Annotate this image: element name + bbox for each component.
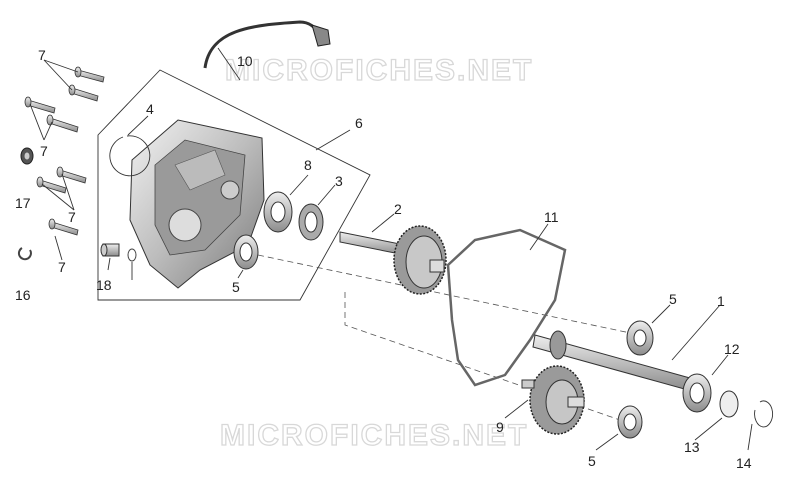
callout-17: 18 [96, 277, 112, 293]
callout-7: 7 [68, 209, 76, 225]
washer-part-18 [127, 248, 137, 262]
callout-5: 5 [588, 453, 596, 469]
callout-5: 5 [232, 279, 240, 295]
callout-4: 4 [146, 101, 154, 117]
callout-labels: 7 7 7 7 17 16 4 10 6 8 3 2 11 5 18 5 1 1… [15, 47, 752, 471]
gear-shaft-part-2 [339, 225, 447, 295]
nut-part-16 [20, 147, 34, 165]
dowel-part-17 [100, 243, 120, 257]
callout-2: 2 [394, 201, 402, 217]
callout-7: 7 [58, 259, 66, 275]
callout-9: 9 [496, 419, 504, 435]
callout-10: 10 [237, 53, 253, 69]
bearing-part-5-right-upper [626, 320, 654, 356]
gasket-part-11 [446, 228, 567, 387]
watermark-bottom: MICROFICHES.NET [220, 419, 528, 452]
callout-6: 6 [355, 115, 363, 131]
bearing-part-5-left [233, 234, 259, 270]
callout-12: 12 [724, 341, 740, 357]
transmission-cover-part [129, 119, 265, 289]
leader-lines [29, 47, 753, 451]
clip-part-15 [17, 247, 32, 261]
bearing-part-5-right-lower [617, 405, 643, 439]
callout-14: 14 [736, 455, 752, 471]
bearing-part-12 [682, 373, 712, 413]
bearing-part-8 [263, 191, 293, 233]
cover-group-outline [97, 69, 371, 301]
callout-13: 13 [684, 439, 700, 455]
callout-11: 11 [544, 209, 559, 225]
seal-part-3 [298, 203, 324, 241]
alignment-line-lower [344, 292, 621, 421]
callout-5: 5 [669, 291, 677, 307]
callout-3: 3 [335, 173, 343, 189]
washer-part-13 [719, 390, 739, 418]
circlip-part-4 [109, 135, 151, 177]
callout-15: 16 [15, 287, 31, 303]
gear-part-9 [521, 365, 585, 435]
watermark-top: MICROFICHES.NET [225, 54, 533, 87]
callout-7: 7 [40, 143, 48, 159]
circlip-part-14 [754, 400, 774, 428]
cable-part [203, 20, 331, 69]
callout-7: 7 [38, 47, 46, 63]
bolts-part-7 [24, 66, 105, 236]
callout-1: 1 [717, 293, 725, 309]
callout-8: 8 [304, 157, 312, 173]
callout-16: 17 [15, 195, 31, 211]
